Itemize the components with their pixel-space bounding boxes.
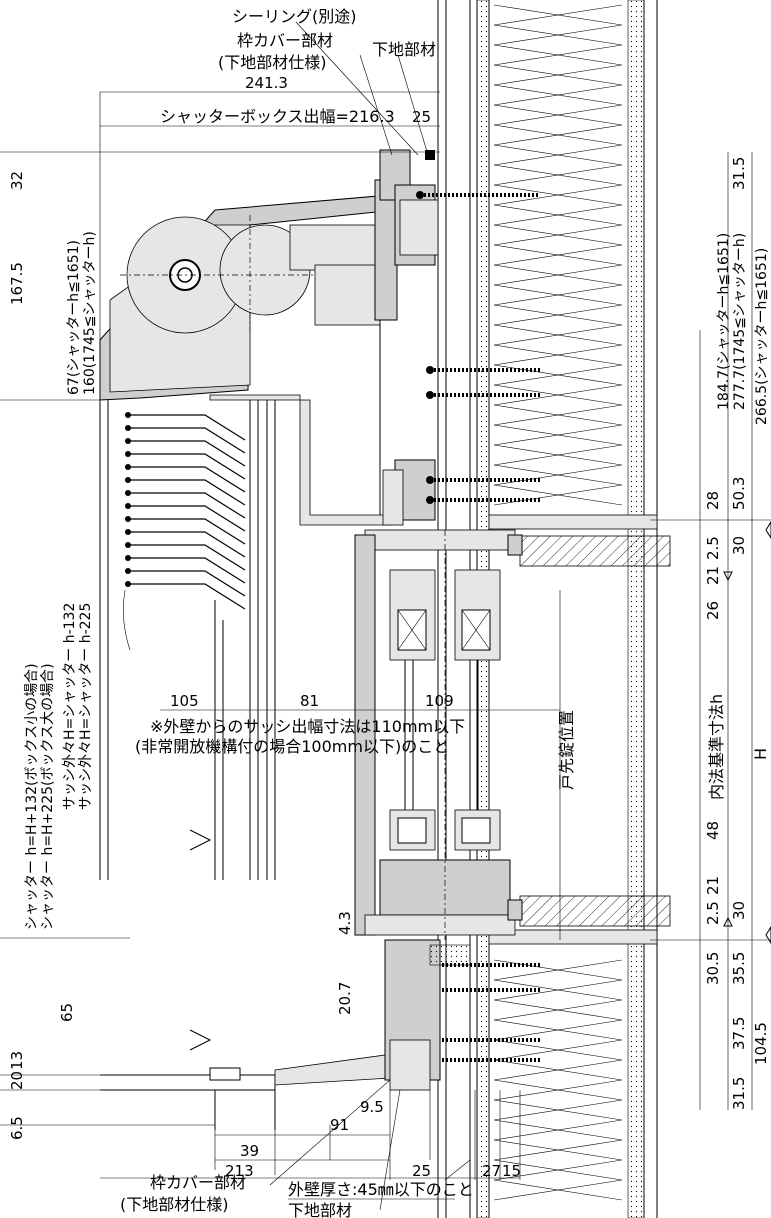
- wall-thickness-label: 外壁厚さ:45㎜以下のこと: [288, 1180, 474, 1199]
- dim-6-5: 6.5: [8, 1116, 26, 1140]
- dim-48: 48: [704, 821, 722, 840]
- shutter-slats-stack: [123, 412, 246, 651]
- right-dim-2-label: 277.7(1745≦シャッターh): [732, 233, 748, 410]
- screw-1: [416, 191, 540, 199]
- screw-2: [426, 366, 540, 374]
- big-h-label: H: [751, 748, 770, 760]
- dim-30-top: 30: [730, 536, 748, 555]
- frame-cover-top-label: 枠カバー部材: [237, 31, 333, 50]
- dim-21-top: 21: [704, 566, 722, 585]
- inner-standard-dim-label: 内法基準寸法h: [707, 694, 726, 800]
- dim-213: 213: [225, 1162, 254, 1180]
- dim-31-5-top: 31.5: [730, 157, 748, 190]
- dim-20-7: 20.7: [336, 982, 354, 1015]
- screw-5: [426, 496, 540, 504]
- screw-3: [426, 391, 540, 399]
- note-line-2: (非常開放機構付の場合100mm以下)のこと: [135, 737, 449, 756]
- dim-25: 25: [412, 1162, 431, 1180]
- shutter-guide-rail: [99, 400, 276, 1051]
- insulation-upper: [493, 4, 623, 506]
- dim-81: 81: [300, 692, 319, 710]
- dim-31-5-bot: 31.5: [730, 1077, 748, 1110]
- substrate-top-label: 下地部材: [372, 40, 436, 59]
- insulation-lower: [493, 959, 623, 1201]
- dim-15: 15: [502, 1162, 521, 1180]
- dim-39: 39: [240, 1142, 259, 1160]
- top-frame-cover: [379, 149, 439, 526]
- shutter-h-large-label: シャッター h=H+225(ボックス大の場合): [40, 663, 56, 930]
- dim-4-3: 4.3: [336, 911, 354, 935]
- shutter-box: [99, 179, 398, 526]
- screw-4: [426, 476, 540, 484]
- frame-cover-bottom-label: 枠カバー部材: [150, 1173, 246, 1192]
- door-lock-position-label: 戸先錠位置: [557, 710, 576, 790]
- dim-32: 32: [8, 171, 26, 190]
- dim-37-5: 37.5: [730, 1017, 748, 1050]
- dimension-lines: [0, 21, 771, 1211]
- dim-9-5: 9.5: [360, 1098, 384, 1116]
- sealing-label: シーリング(別途): [232, 7, 357, 26]
- sash-h-small-label: サッシ外々H=シャッター h-132: [62, 603, 78, 810]
- dim-109: 109: [425, 692, 454, 710]
- dim-2-5-bot: 2.5: [704, 901, 722, 925]
- dim-167-5: 167.5: [8, 262, 26, 305]
- dim-105: 105: [170, 692, 199, 710]
- dim-13: 13: [8, 1051, 26, 1070]
- dim-21-bot: 21: [704, 876, 722, 895]
- dim-26: 26: [704, 601, 722, 620]
- dim-104-5: 104.5: [752, 1022, 770, 1065]
- dim-20: 20: [8, 1071, 26, 1090]
- sash-window-section: [354, 529, 523, 940]
- dim-91: 91: [330, 1116, 349, 1134]
- dim-50-3: 50.3: [730, 477, 748, 510]
- substrate-bottom-label: 下地部材: [288, 1201, 352, 1218]
- upper-interior-wall-hatch: [519, 535, 671, 567]
- substrate-spec-bottom-label: (下地部材仕様): [120, 1195, 229, 1214]
- bottom-sill: [100, 939, 471, 1130]
- upper-sill-board: [488, 514, 658, 530]
- sash-h-large-label: サッシ外々H=シャッター h-225: [78, 603, 94, 810]
- dim-2-5-top: 2.5: [704, 536, 722, 560]
- lower-interior-wall-hatch: [519, 895, 671, 927]
- note-line-1: ※外壁からのサッシ出幅寸法は110mm以下: [150, 717, 465, 736]
- dim-28: 28: [704, 491, 722, 510]
- dim-30-bot: 30: [730, 901, 748, 920]
- dim-35-5: 35.5: [730, 952, 748, 985]
- right-dim-3-label: 266.5(シャッターh≦1651): [754, 248, 770, 425]
- box-dim-large-label: 160(1745≦シャッターh): [82, 231, 98, 395]
- shutter-h-small-label: シャッター h=H+132(ボックス小の場合): [24, 663, 40, 930]
- box-dim-small-label: 67(シャッターh≦1651): [66, 240, 82, 395]
- substrate-spec-top-label: (下地部材仕様): [218, 53, 327, 72]
- dim-241-3: 241.3: [245, 74, 288, 92]
- dim-65: 65: [58, 1003, 76, 1022]
- lower-sill-board: [488, 929, 658, 945]
- dim-27: 27: [482, 1162, 501, 1180]
- dim-30-5: 30.5: [704, 952, 722, 985]
- box-projection-extra: 25: [412, 108, 431, 126]
- right-dim-1-label: 184.7(シャッターh≦1651): [716, 233, 732, 410]
- box-projection-label: シャッターボックス出幅=216.3: [160, 107, 395, 126]
